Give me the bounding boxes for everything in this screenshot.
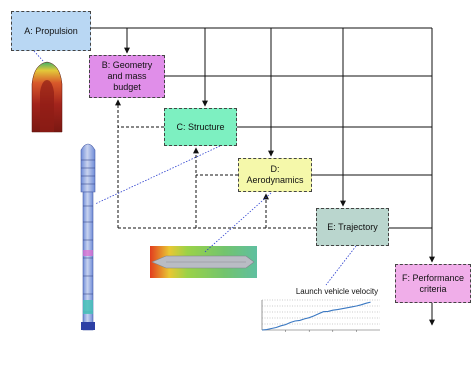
- box-propulsion[interactable]: A: Propulsion: [11, 11, 91, 51]
- box-geometry-mass-budget[interactable]: B: Geometry and mass budget: [89, 55, 165, 98]
- pointer-e-to-chart: [325, 245, 357, 286]
- box-trajectory[interactable]: E: Trajectory: [316, 208, 389, 246]
- pointer-d-to-pressure-map: [204, 192, 272, 253]
- box-propulsion-label: A: Propulsion: [24, 25, 78, 36]
- pointer-c-to-structure: [94, 145, 221, 205]
- feedforward-lines: [91, 27, 435, 326]
- launch-vehicle-structure-model: [80, 143, 96, 331]
- pointer-a-to-nozzle: [33, 50, 45, 63]
- chart-title: Launch vehicle velocity: [295, 287, 379, 296]
- velocity-chart: [261, 299, 380, 332]
- vehicle-pressure-field-map: [150, 246, 257, 278]
- box-geometry-mass-budget-label: B: Geometry and mass budget: [101, 60, 153, 92]
- box-trajectory-label: E: Trajectory: [327, 221, 378, 232]
- box-structure-label: C: Structure: [176, 121, 225, 132]
- box-performance-criteria[interactable]: F: Performance criteria: [395, 264, 471, 303]
- box-aerodynamics-label: D: Aerodynamics: [246, 164, 304, 185]
- series-line-velocity: [261, 301, 371, 331]
- box-aerodynamics[interactable]: D: Aerodynamics: [238, 158, 312, 192]
- illustration-pointers: [33, 50, 357, 286]
- box-structure[interactable]: C: Structure: [164, 108, 237, 146]
- box-performance-criteria-label: F: Performance criteria: [401, 272, 465, 294]
- feedback-lines: [115, 99, 316, 229]
- nozzle-thermal-map: [31, 61, 63, 133]
